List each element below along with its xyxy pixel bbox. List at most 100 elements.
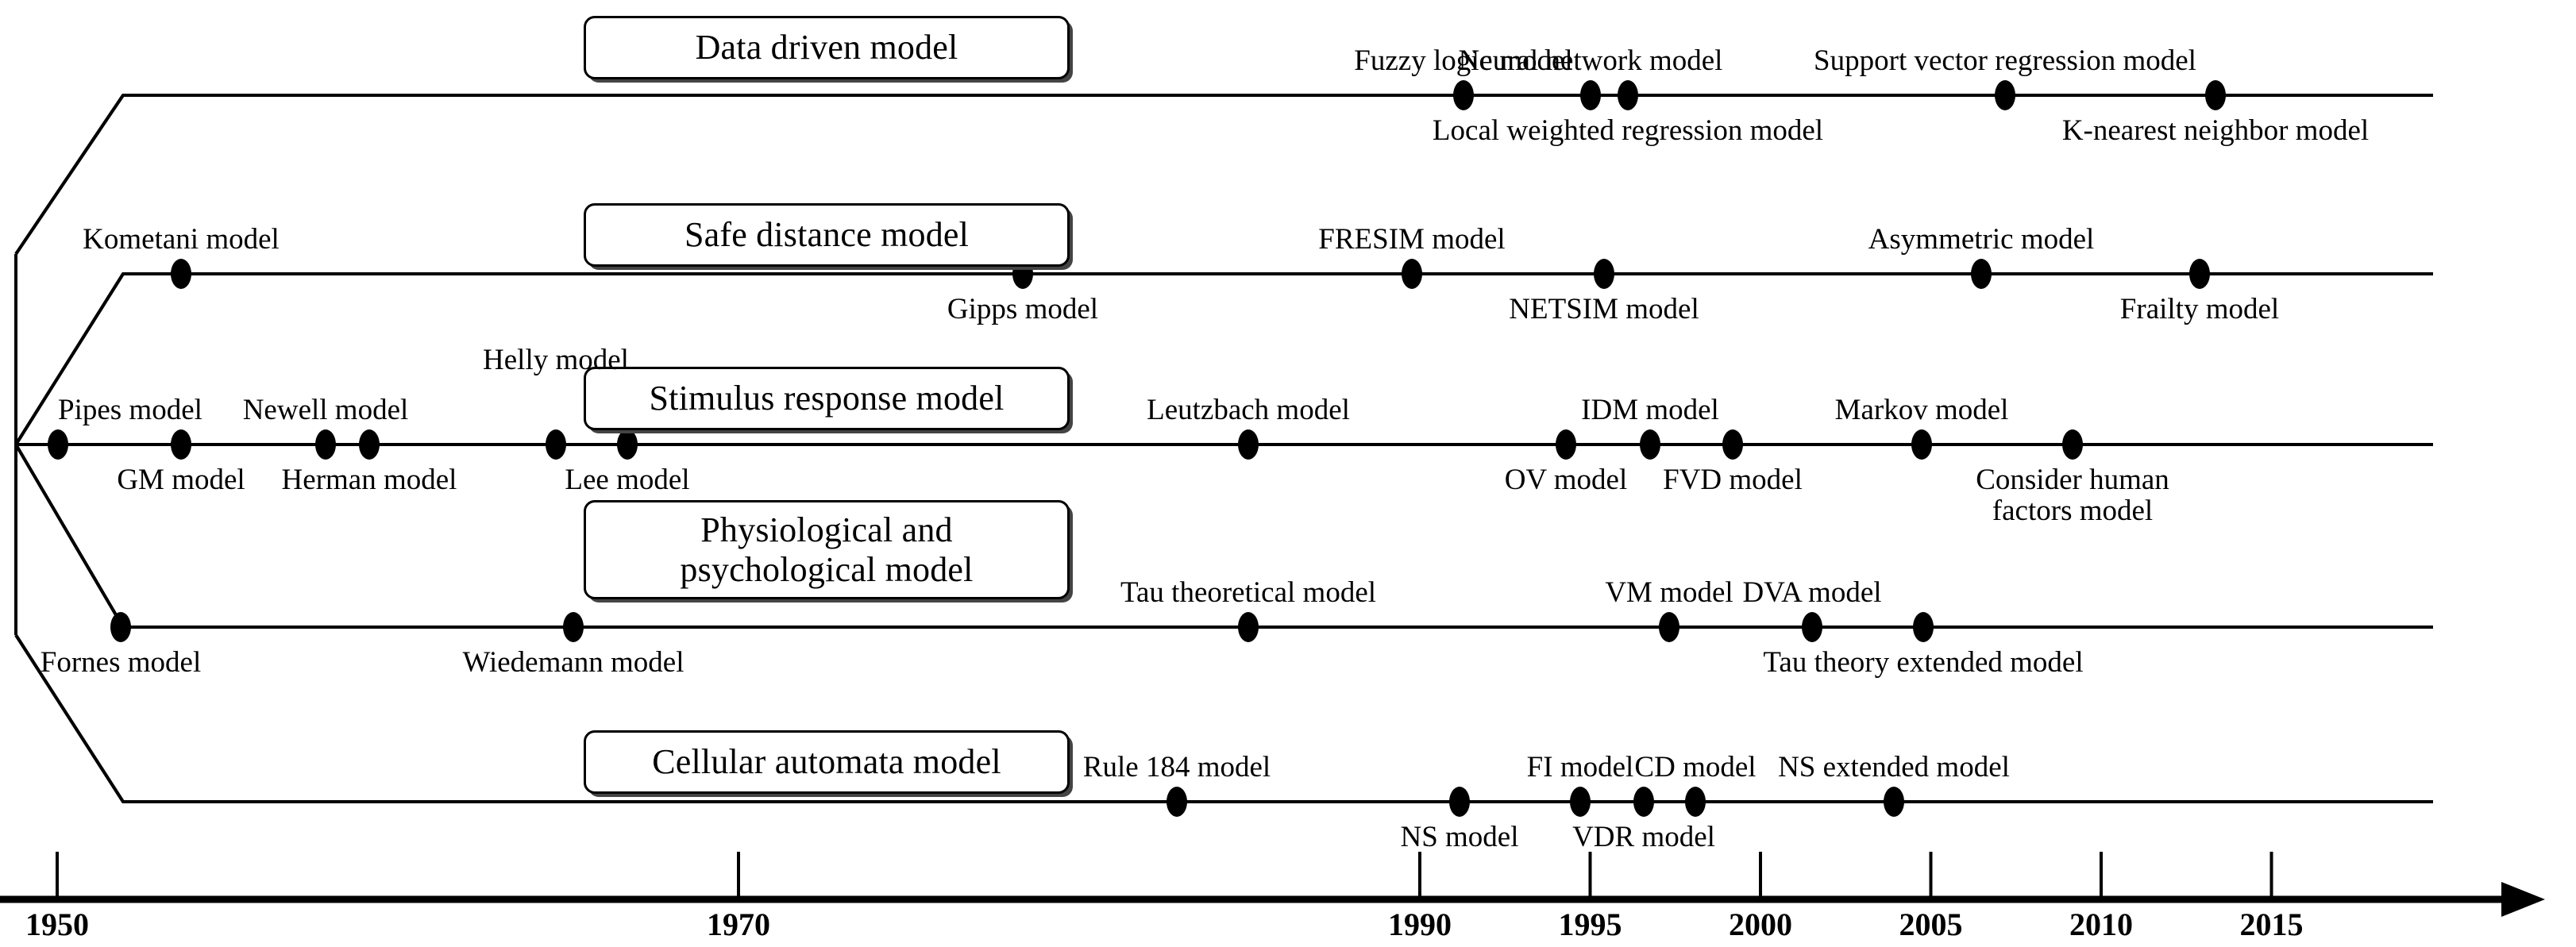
- axis-tick-label: 2005: [1899, 907, 1963, 942]
- marker-cellular-automata-4: [1685, 787, 1706, 817]
- connector-top: [14, 94, 125, 256]
- category-title-line: Safe distance model: [684, 215, 970, 255]
- marker-dot: [2205, 80, 2226, 110]
- model-label: Pipes model: [58, 394, 202, 426]
- marker-dot: [48, 429, 68, 460]
- marker-physio-psych-0: [110, 612, 131, 642]
- marker-dot: [563, 612, 584, 642]
- marker-dot: [1911, 429, 1932, 460]
- marker-stimulus-response-8: [1640, 429, 1660, 460]
- marker-stimulus-response-5: [617, 429, 638, 460]
- category-box-data-driven[interactable]: Data driven model: [584, 16, 1070, 79]
- marker-safe-distance-5: [2189, 259, 2210, 289]
- marker-stimulus-response-9: [1722, 429, 1743, 460]
- marker-dot: [1659, 612, 1679, 642]
- category-box-cellular-automata[interactable]: Cellular automata model: [584, 730, 1070, 794]
- axis-tick-label: 1995: [1558, 907, 1622, 942]
- marker-safe-distance-0: [171, 259, 191, 289]
- marker-dot: [315, 429, 336, 460]
- marker-dot: [1453, 80, 1474, 110]
- marker-dot: [1556, 429, 1576, 460]
- marker-dot: [110, 612, 131, 642]
- category-title-line: Cellular automata model: [652, 742, 1001, 782]
- marker-cellular-automata-2: [1570, 787, 1591, 817]
- model-label: Asymmetric model: [1868, 223, 2095, 256]
- marker-cellular-automata-0: [1167, 787, 1187, 817]
- model-label: Consider human factors model: [1976, 464, 2169, 527]
- model-label: Lee model: [565, 464, 690, 496]
- category-title-line: Physiological and: [700, 510, 953, 550]
- marker-stimulus-response-7: [1556, 429, 1576, 460]
- model-label: Local weighted regression model: [1432, 114, 1824, 147]
- marker-dot: [2062, 429, 2083, 460]
- model-label: FRESIM model: [1318, 223, 1506, 256]
- marker-stimulus-response-11: [2062, 429, 2083, 460]
- marker-dot: [2189, 259, 2210, 289]
- marker-cellular-automata-1: [1449, 787, 1470, 817]
- model-label: GM model: [117, 464, 245, 496]
- marker-stimulus-response-0: [48, 429, 68, 460]
- connector-bottom: [14, 633, 125, 803]
- marker-dot: [617, 429, 638, 460]
- marker-dot: [1402, 259, 1422, 289]
- marker-physio-psych-4: [1802, 612, 1822, 642]
- model-label: IDM model: [1581, 394, 1719, 426]
- axis-arrow-icon: [2501, 882, 2545, 917]
- model-label: Tau theoretical model: [1120, 576, 1377, 609]
- marker-dot: [1618, 80, 1638, 110]
- marker-stimulus-response-6: [1238, 429, 1259, 460]
- marker-data-driven-4: [2205, 80, 2226, 110]
- marker-dot: [171, 259, 191, 289]
- connector-physio: [14, 443, 125, 629]
- model-label: OV model: [1504, 464, 1628, 496]
- category-title-line: Data driven model: [695, 28, 958, 67]
- marker-stimulus-response-2: [315, 429, 336, 460]
- marker-data-driven-3: [1995, 80, 2015, 110]
- model-label: NS extended model: [1778, 751, 2010, 783]
- connector-safe: [14, 272, 125, 446]
- axis-tick-label: 2015: [2239, 907, 2304, 942]
- marker-dot: [1802, 612, 1822, 642]
- model-label: Neural network model: [1458, 44, 1723, 77]
- model-label: VM model: [1605, 576, 1733, 609]
- marker-dot: [1238, 429, 1259, 460]
- model-label: FI model: [1526, 751, 1634, 783]
- model-label: NS model: [1400, 821, 1519, 853]
- marker-dot: [546, 429, 566, 460]
- category-title-line: Stimulus response model: [649, 379, 1005, 418]
- marker-dot: [1449, 787, 1470, 817]
- model-label: Herman model: [281, 464, 457, 496]
- marker-physio-psych-5: [1913, 612, 1934, 642]
- category-box-safe-distance[interactable]: Safe distance model: [584, 203, 1070, 267]
- marker-safe-distance-4: [1971, 259, 1992, 289]
- axis-tick-label: 1990: [1388, 907, 1452, 942]
- marker-cellular-automata-5: [1884, 787, 1904, 817]
- model-label: Leutzbach model: [1147, 394, 1350, 426]
- model-label: K-nearest neighbor model: [2061, 114, 2370, 147]
- model-label: Wiedemann model: [462, 646, 684, 679]
- marker-safe-distance-2: [1402, 259, 1422, 289]
- marker-cellular-automata-3: [1633, 787, 1654, 817]
- marker-stimulus-response-10: [1911, 429, 1932, 460]
- marker-dot: [359, 429, 380, 460]
- marker-dot: [1913, 612, 1934, 642]
- model-label: Fornes model: [40, 646, 202, 679]
- model-label: Tau theory extended model: [1763, 646, 2084, 679]
- model-label: NETSIM model: [1509, 293, 1699, 325]
- marker-dot: [1995, 80, 2015, 110]
- category-title-line: psychological model: [680, 549, 974, 589]
- marker-physio-psych-2: [1238, 612, 1259, 642]
- axis-tick-label: 2010: [2069, 907, 2133, 942]
- category-box-stimulus-response[interactable]: Stimulus response model: [584, 367, 1070, 430]
- marker-data-driven-2: [1618, 80, 1638, 110]
- year-axis: [0, 852, 2545, 917]
- axis-tick-label: 2000: [1729, 907, 1792, 942]
- model-label: Support vector regression model: [1814, 44, 2196, 77]
- marker-dot: [171, 429, 191, 460]
- marker-stimulus-response-3: [359, 429, 380, 460]
- marker-dot: [1633, 787, 1654, 817]
- marker-safe-distance-3: [1594, 259, 1614, 289]
- marker-stimulus-response-4: [546, 429, 566, 460]
